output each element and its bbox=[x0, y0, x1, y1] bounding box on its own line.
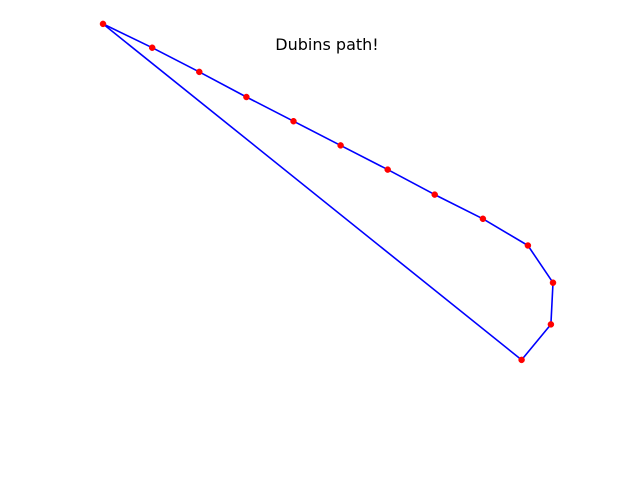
path-point bbox=[518, 356, 525, 364]
path-point bbox=[431, 191, 438, 198]
plot-area bbox=[99, 20, 557, 364]
path-segment bbox=[102, 23, 523, 361]
path-point bbox=[524, 242, 532, 249]
path-segment bbox=[102, 23, 153, 49]
path-point bbox=[290, 117, 297, 125]
path-segment bbox=[339, 144, 389, 171]
path-point bbox=[384, 166, 391, 173]
path-segment bbox=[527, 244, 554, 284]
path-segment bbox=[433, 193, 484, 220]
path-segment bbox=[198, 71, 248, 98]
path-segment bbox=[550, 281, 554, 326]
series-lines bbox=[102, 23, 554, 361]
path-segment bbox=[245, 96, 295, 122]
path-segment bbox=[386, 168, 436, 196]
path-point bbox=[337, 142, 344, 149]
path-point bbox=[99, 20, 107, 28]
path-point bbox=[148, 44, 156, 51]
path-segment bbox=[520, 323, 552, 361]
path-point bbox=[479, 215, 487, 223]
path-point bbox=[549, 279, 557, 286]
chart-title: Dubins path! bbox=[275, 35, 378, 54]
path-segment bbox=[482, 218, 529, 247]
path-segment bbox=[292, 120, 342, 147]
path-point bbox=[547, 321, 555, 328]
path-segment bbox=[151, 46, 201, 73]
path-point bbox=[196, 68, 203, 76]
series-markers bbox=[99, 20, 557, 364]
path-point bbox=[243, 93, 250, 101]
